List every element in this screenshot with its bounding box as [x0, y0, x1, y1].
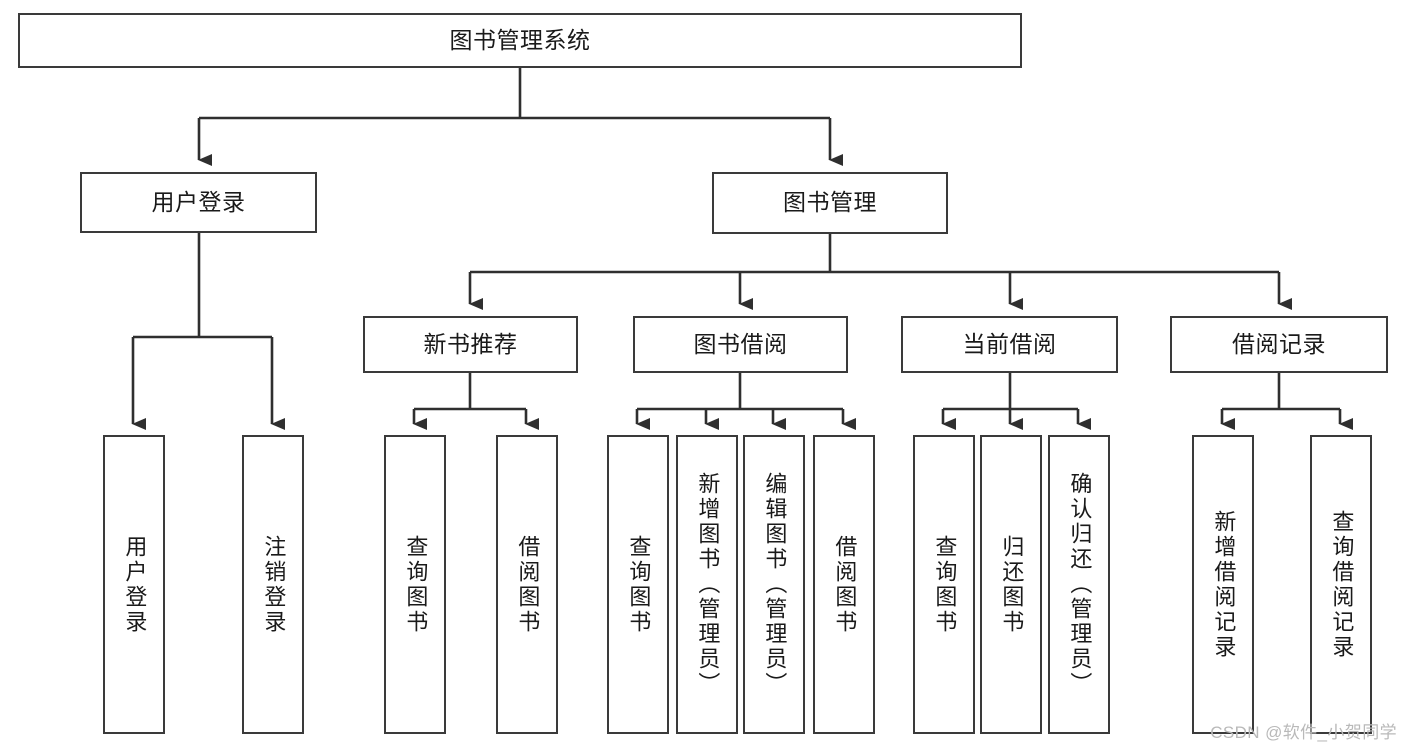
node-borrow-record-label: 借阅记录 — [1232, 330, 1326, 357]
node-leaf-add-record[interactable]: 新增借阅记录 — [1192, 435, 1254, 734]
node-leaf-add-book[interactable]: 新增图书（管理员） — [676, 435, 738, 734]
node-book-borrow[interactable]: 图书借阅 — [633, 316, 848, 373]
node-leaf-confirm-return-label: 确认归还（管理员） — [1067, 472, 1093, 697]
node-leaf-borrow-book-1-label: 借阅图书 — [515, 534, 541, 635]
node-book-borrow-label: 图书借阅 — [693, 330, 788, 357]
node-leaf-edit-book[interactable]: 编辑图书（管理员） — [743, 435, 805, 734]
node-borrow-record[interactable]: 借阅记录 — [1170, 316, 1388, 373]
node-leaf-borrow-book-2[interactable]: 借阅图书 — [813, 435, 875, 734]
node-root-label: 图书管理系统 — [449, 26, 591, 53]
node-leaf-user-login[interactable]: 用户登录 — [103, 435, 165, 734]
node-leaf-borrow-book-2-label: 借阅图书 — [832, 534, 858, 635]
node-leaf-confirm-return[interactable]: 确认归还（管理员） — [1048, 435, 1110, 734]
watermark-text: CSDN @软件_小贺同学 — [1210, 723, 1397, 742]
node-book-manage[interactable]: 图书管理 — [712, 172, 948, 234]
node-leaf-edit-book-label: 编辑图书（管理员） — [762, 472, 788, 697]
node-leaf-return-book[interactable]: 归还图书 — [980, 435, 1042, 734]
node-leaf-borrow-book-1[interactable]: 借阅图书 — [496, 435, 558, 734]
node-current-borrow[interactable]: 当前借阅 — [901, 316, 1118, 373]
node-leaf-query-book-1-label: 查询图书 — [403, 534, 429, 635]
node-new-book-recommend[interactable]: 新书推荐 — [363, 316, 578, 373]
node-leaf-user-login-label: 用户登录 — [122, 534, 148, 635]
node-user-login[interactable]: 用户登录 — [80, 172, 317, 233]
node-current-borrow-label: 当前借阅 — [962, 330, 1057, 357]
node-leaf-query-record[interactable]: 查询借阅记录 — [1310, 435, 1372, 734]
node-leaf-query-book-2[interactable]: 查询图书 — [607, 435, 669, 734]
node-leaf-query-book-1[interactable]: 查询图书 — [384, 435, 446, 734]
node-leaf-query-book-3[interactable]: 查询图书 — [913, 435, 975, 734]
node-book-manage-label: 图书管理 — [783, 189, 877, 216]
node-leaf-add-record-label: 新增借阅记录 — [1211, 509, 1237, 660]
node-root[interactable]: 图书管理系统 — [18, 13, 1022, 68]
node-leaf-logout-label: 注销登录 — [261, 534, 287, 635]
node-leaf-return-book-label: 归还图书 — [999, 534, 1025, 635]
node-leaf-query-book-3-label: 查询图书 — [932, 534, 958, 635]
node-leaf-add-book-label: 新增图书（管理员） — [695, 472, 721, 697]
node-leaf-query-record-label: 查询借阅记录 — [1329, 509, 1355, 660]
node-leaf-query-book-2-label: 查询图书 — [626, 534, 652, 635]
node-leaf-logout[interactable]: 注销登录 — [242, 435, 304, 734]
node-new-book-recommend-label: 新书推荐 — [423, 330, 518, 357]
node-user-login-label: 用户登录 — [151, 188, 246, 215]
